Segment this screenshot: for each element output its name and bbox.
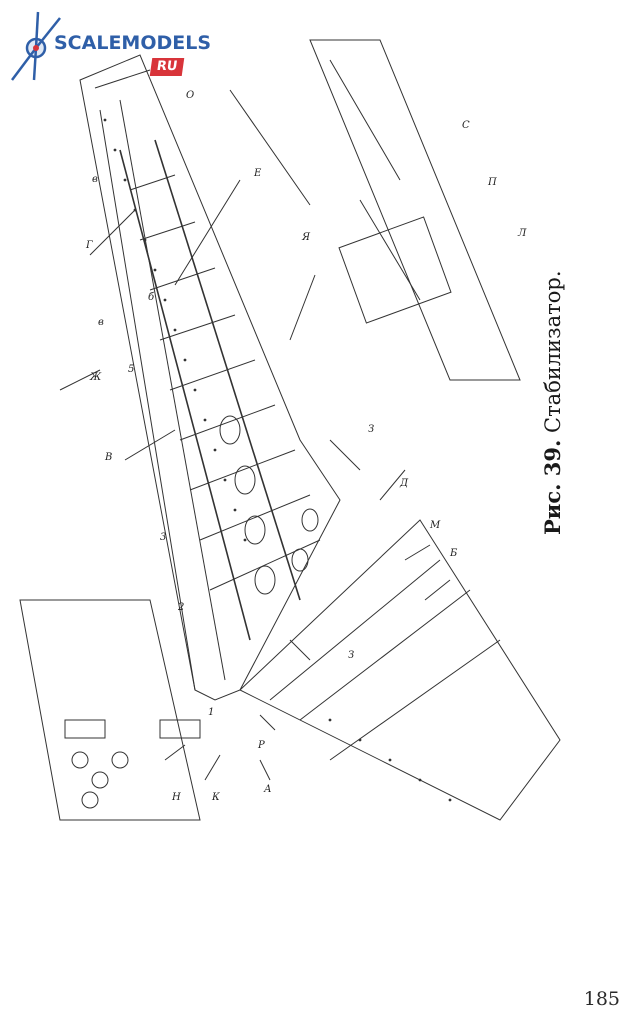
label-s: С [462,120,470,131]
label-p: П [487,177,497,188]
label-v-cap: В [104,452,112,463]
figure-title: Стабилизатор. [541,270,565,433]
label-m: М [429,520,441,531]
label-b: Б [449,548,458,559]
label-k: К [211,792,220,803]
label-g: Г [85,240,93,251]
stabilizer-outline [79,54,341,701]
site-logo: SCALEMODELS RU [6,8,211,82]
figure-caption: Рис. 39. Стабилизатор. [540,270,565,535]
label-b-small: б [148,292,155,303]
label-z1: З [368,424,374,435]
label-a: А [263,784,272,795]
label-5: 5 [128,364,134,375]
label-r: Р [257,740,265,751]
label-3a: 3 [160,532,166,543]
label-z2: З [348,650,354,661]
label-ya: Я [301,232,311,243]
label-d: Д [399,478,409,489]
label-zh: Ж [89,372,102,383]
page-number: 185 [583,988,620,1010]
label-2: 2 [177,602,184,613]
label-1: 1 [208,707,214,718]
label-l: Л [517,228,527,239]
logo-text: SCALEMODELS [54,32,212,54]
propeller-logo-icon [11,11,61,81]
figure-number: Рис. 39. [540,439,565,535]
label-v2: в [98,317,104,328]
label-e: Е [253,168,262,179]
label-n: Н [171,792,181,803]
label-o: О [186,90,194,101]
label-v1: в [92,174,98,185]
